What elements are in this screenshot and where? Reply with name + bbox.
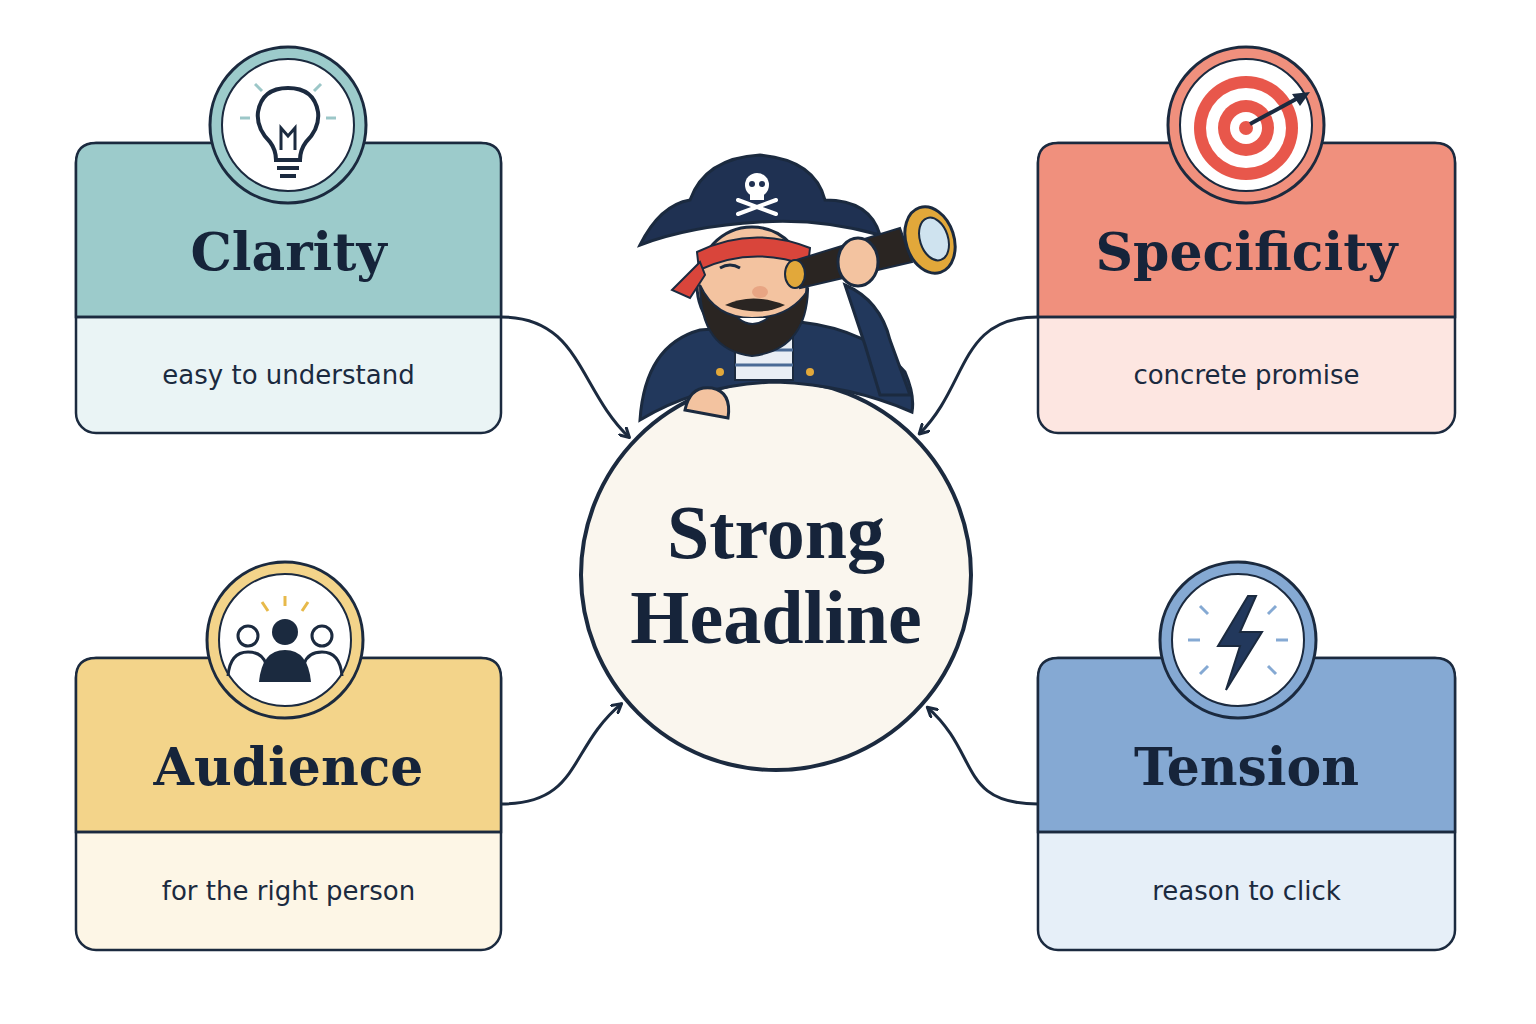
card-subtitle: concrete promise bbox=[1038, 321, 1455, 429]
pirate-mascot bbox=[640, 155, 963, 420]
card-subtitle: for the right person bbox=[76, 836, 501, 946]
tension-card: Tension reason to click bbox=[1038, 658, 1455, 950]
target-icon bbox=[1168, 47, 1324, 203]
card-subtitle: reason to click bbox=[1038, 836, 1455, 946]
lightbulb-icon bbox=[210, 47, 366, 203]
people-icon bbox=[207, 562, 363, 718]
card-title: Audience bbox=[76, 722, 501, 812]
lightning-icon bbox=[1160, 562, 1316, 718]
curved-arrow bbox=[927, 707, 1038, 804]
curved-arrow bbox=[919, 317, 1038, 434]
audience-card: Audience for the right person bbox=[76, 658, 501, 950]
clarity-card: Clarity easy to understand bbox=[76, 143, 501, 433]
hub-circle-node: Strong Headline bbox=[581, 380, 971, 770]
card-title: Tension bbox=[1038, 722, 1455, 812]
card-title: Clarity bbox=[76, 207, 501, 297]
curved-arrow bbox=[501, 704, 622, 804]
card-title: Specificity bbox=[1038, 207, 1455, 297]
hub-title: Strong Headline bbox=[581, 380, 971, 770]
specificity-card: Specificity concrete promise bbox=[1038, 143, 1455, 433]
hub-circle bbox=[581, 380, 971, 770]
card-subtitle: easy to understand bbox=[76, 321, 501, 429]
curved-arrow bbox=[501, 317, 629, 437]
